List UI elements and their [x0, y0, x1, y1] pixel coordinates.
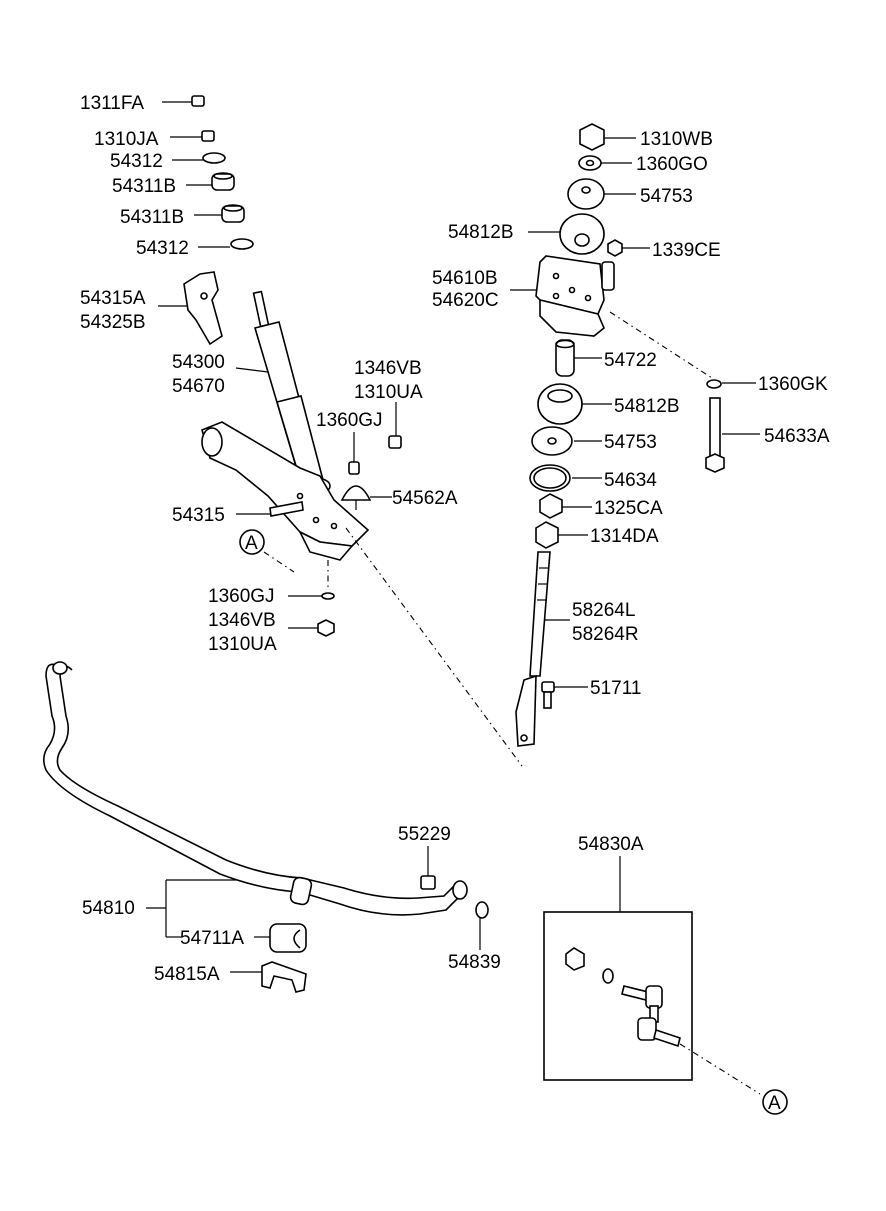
label-1311FA[interactable]: 1311FA: [80, 93, 144, 114]
label-54312-bottom[interactable]: 54312: [136, 238, 189, 259]
label-58264R[interactable]: 58264R: [572, 624, 639, 645]
label-54753-top[interactable]: 54753: [640, 186, 693, 207]
label-1360GO[interactable]: 1360GO: [636, 154, 708, 175]
stabilizer-link-kit-box: [543, 911, 693, 1081]
label-54300[interactable]: 54300: [172, 352, 225, 373]
ring-54634: [529, 464, 571, 492]
svg-text:A: A: [768, 1093, 781, 1114]
label-54722[interactable]: 54722: [604, 350, 657, 371]
reference-marker-A-left: A: [239, 529, 265, 555]
label-1325CA[interactable]: 1325CA: [594, 498, 663, 519]
label-1310UA-top[interactable]: 1310UA: [354, 382, 423, 403]
label-54830A[interactable]: 54830A: [578, 834, 644, 855]
nut-1311FA: [191, 95, 205, 107]
clamp-54815A: [261, 961, 307, 993]
nut-1310JA: [201, 130, 215, 142]
washer-1360GK: [706, 379, 722, 389]
nut-1310UA-bottom: [317, 619, 335, 637]
washer-54753-bottom: [531, 426, 573, 456]
bushing-54311B-bottom: [221, 205, 245, 223]
label-54610B[interactable]: 54610B: [432, 268, 498, 289]
bumper-54562A: [340, 485, 372, 501]
label-54634[interactable]: 54634: [604, 470, 657, 491]
label-1346VB-bottom[interactable]: 1346VB: [208, 610, 276, 631]
lower-arm-bracket: [201, 421, 370, 561]
label-54562A[interactable]: 54562A: [392, 488, 458, 509]
bolt-51711: [541, 681, 555, 709]
bushing-54311B-top: [211, 173, 235, 191]
strut-mount-bracket-54610B: [535, 255, 615, 337]
label-54753-bottom[interactable]: 54753: [604, 432, 657, 453]
label-54812B-top[interactable]: 54812B: [448, 222, 514, 243]
dashed-ref-bolt: [609, 311, 713, 379]
label-54312-top[interactable]: 54312: [110, 151, 163, 172]
label-1360GK[interactable]: 1360GK: [758, 374, 828, 395]
dashed-ref-center: [345, 527, 523, 767]
washer-1360GO: [578, 155, 602, 171]
washer-54753-top: [567, 178, 605, 210]
label-54670[interactable]: 54670: [172, 376, 225, 397]
washer-54839: [475, 901, 489, 919]
label-1360GJ-top[interactable]: 1360GJ: [316, 410, 383, 431]
label-1360GJ-bottom[interactable]: 1360GJ: [208, 586, 275, 607]
label-54815A[interactable]: 54815A: [154, 964, 220, 985]
label-1310UA-bottom[interactable]: 1310UA: [208, 634, 277, 655]
label-54839[interactable]: 54839: [448, 952, 501, 973]
label-58264L[interactable]: 58264L: [572, 600, 635, 621]
label-54315[interactable]: 54315: [172, 505, 225, 526]
label-1310JA[interactable]: 1310JA: [94, 129, 159, 150]
washer-1360GJ-bottom: [321, 592, 335, 600]
label-54315A[interactable]: 54315A: [80, 288, 146, 309]
label-54810[interactable]: 54810: [82, 898, 135, 919]
label-54812B-bottom[interactable]: 54812B: [614, 396, 680, 417]
tension-rod-58264L: [515, 551, 551, 747]
sleeve-54722: [555, 339, 575, 377]
washer-1360GJ-top: [348, 461, 360, 475]
bracket-54315A: [183, 271, 223, 346]
label-1346VB-top[interactable]: 1346VB: [354, 358, 422, 379]
label-54711A[interactable]: 54711A: [180, 928, 244, 949]
dashed-ref-right: [679, 1043, 761, 1095]
label-54633A[interactable]: 54633A: [764, 426, 830, 447]
bushing-on-bar: [289, 876, 313, 906]
leader-54300: [235, 367, 269, 373]
bushing-54711A: [269, 923, 307, 953]
label-1310WB[interactable]: 1310WB: [640, 129, 713, 150]
nut-1310UA-top: [388, 435, 402, 449]
svg-text:A: A: [245, 533, 258, 554]
label-55229[interactable]: 55229: [398, 824, 451, 845]
nut-1314DA: [535, 521, 559, 549]
nut-55229: [420, 875, 436, 890]
washer-54312-bottom: [230, 238, 254, 250]
label-1314DA[interactable]: 1314DA: [590, 526, 659, 547]
reference-marker-A-right: A: [762, 1089, 788, 1115]
label-54311B-bottom[interactable]: 54311B: [120, 207, 184, 228]
label-54311B-top[interactable]: 54311B: [112, 176, 176, 197]
dashed-ref-left: [263, 551, 295, 573]
nut-1325CA: [539, 493, 563, 519]
label-54325B[interactable]: 54325B: [80, 312, 146, 333]
washer-54312-top: [202, 152, 226, 164]
label-54620C[interactable]: 54620C: [432, 290, 499, 311]
stabilizer-link-54830A: [565, 947, 681, 1048]
bolt-54315: [269, 501, 304, 517]
nut-1310WB: [579, 123, 605, 151]
bolt-54633A: [705, 397, 725, 473]
label-1339CE[interactable]: 1339CE: [652, 240, 721, 261]
stabilizer-bar-54810: [42, 663, 463, 916]
nut-1339CE: [607, 239, 623, 257]
label-51711[interactable]: 51711: [590, 678, 641, 699]
